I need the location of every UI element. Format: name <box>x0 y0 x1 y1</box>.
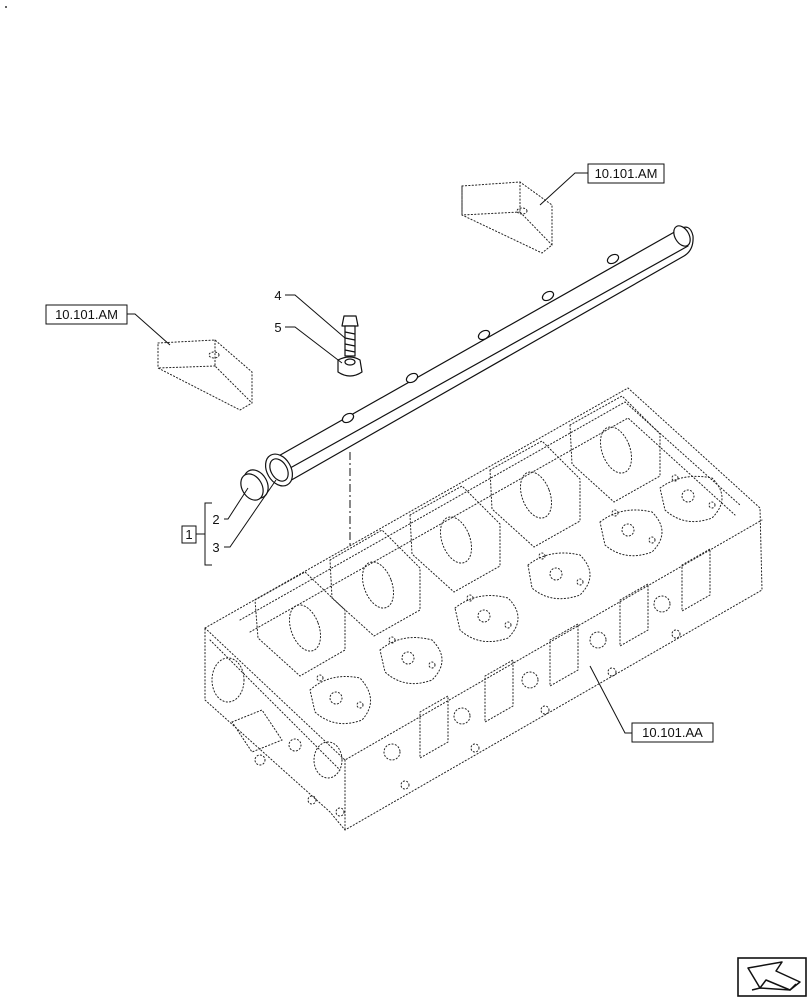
leader-lines <box>127 172 632 734</box>
front-face <box>211 657 345 817</box>
valve-clusters <box>309 474 723 725</box>
svg-text:10.101.AA: 10.101.AA <box>642 725 703 740</box>
next-page-arrow-icon[interactable] <box>737 957 807 997</box>
rocker-arm-ref-left <box>157 339 253 411</box>
rocker-arm-ref-top <box>461 181 553 254</box>
corner-dot <box>5 6 7 8</box>
item-5-label: 5 <box>274 320 281 335</box>
item-3-label: 3 <box>212 540 219 555</box>
ref-box-top-right[interactable]: 10.101.AM <box>587 163 665 184</box>
bolt[interactable] <box>341 315 359 357</box>
shaft-plug[interactable] <box>236 466 273 505</box>
ref-box-top-left[interactable]: 10.101.AM <box>45 304 128 325</box>
cylinder-head-outline <box>204 387 763 831</box>
shaft-holes <box>341 253 620 424</box>
svg-text:10.101.AM: 10.101.AM <box>595 166 658 181</box>
side-ports <box>383 548 711 790</box>
svg-text:10.101.AM: 10.101.AM <box>55 307 118 322</box>
item-4-label: 4 <box>274 288 281 303</box>
item-1-label: 1 <box>181 525 197 544</box>
item-2-label: 2 <box>212 512 219 527</box>
svg-text:1: 1 <box>185 527 192 542</box>
clamp[interactable] <box>337 356 363 377</box>
ref-box-block[interactable]: 10.101.AA <box>631 722 714 743</box>
rocker-shaft[interactable] <box>260 223 694 491</box>
